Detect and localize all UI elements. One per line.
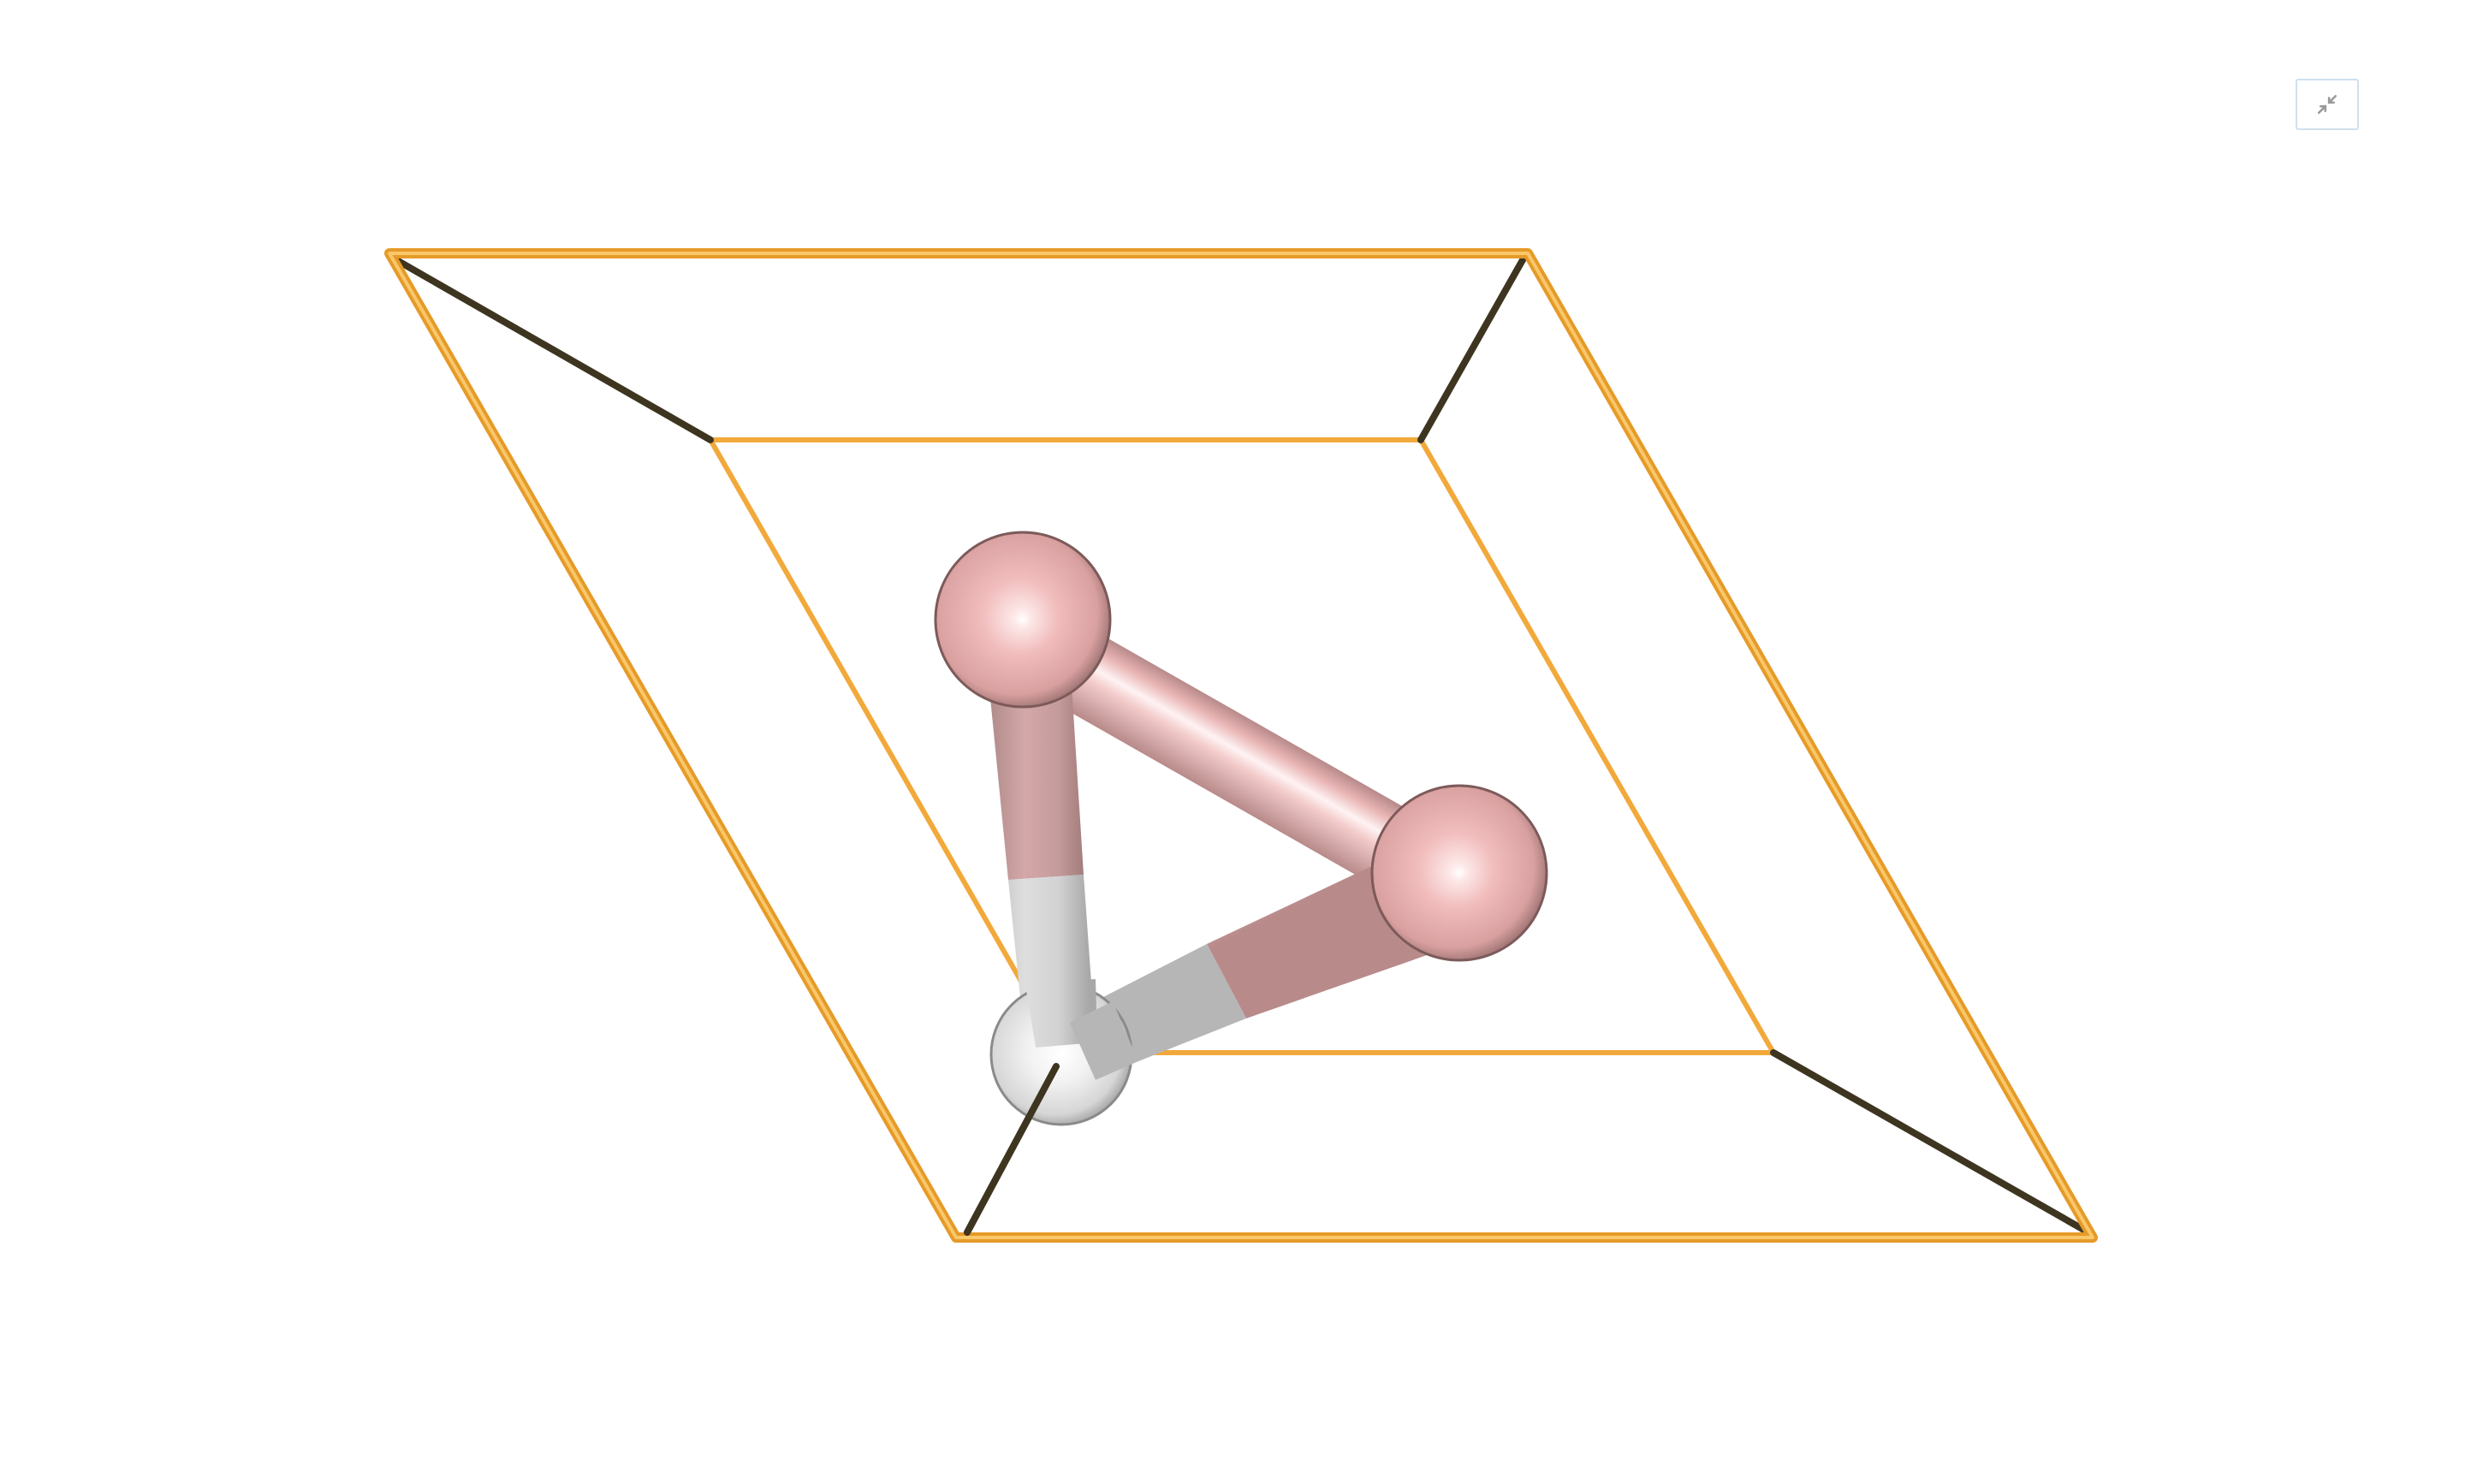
unit-cell-front-depth-edge [964,1063,1060,1236]
unit-cell-depth-edges [390,255,2092,1236]
bond-top-bottom-upper[interactable] [989,685,1084,880]
bond-top-right[interactable] [1060,634,1429,893]
unit-cell-inner-face [708,437,1776,1055]
bond-joints [1025,979,1138,1080]
compress-arrows-icon [2317,94,2337,115]
atom-top[interactable] [934,531,1112,709]
exit-fullscreen-button[interactable] [2296,79,2359,130]
atom-right[interactable] [1370,784,1548,962]
unit-cell-outer-face [384,248,2098,1243]
atoms [934,531,1548,1126]
